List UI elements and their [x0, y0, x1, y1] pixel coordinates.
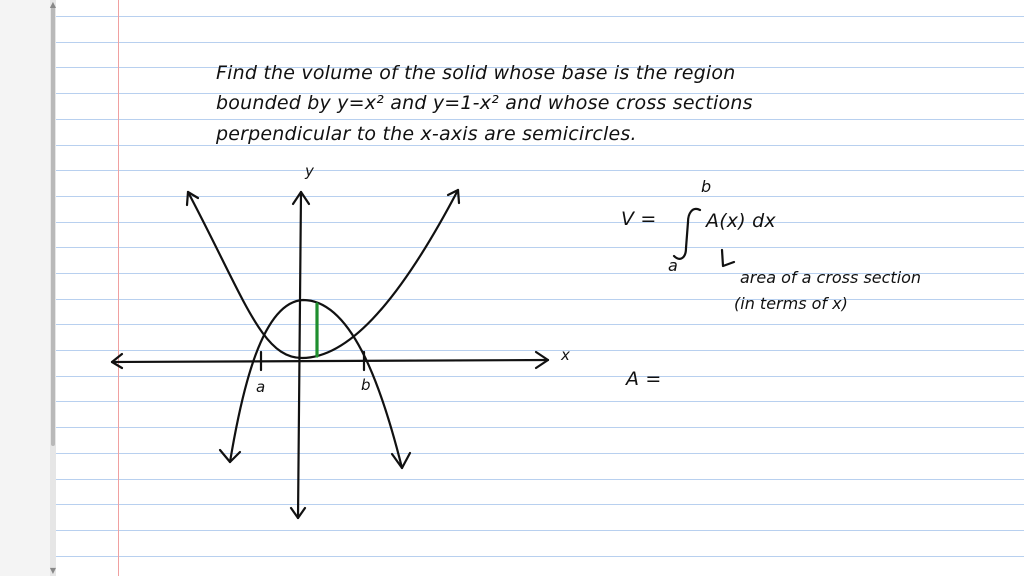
- problem-line-3: perpendicular to the x-axis are semicirc…: [216, 123, 637, 145]
- y-axis-up-arrow-icon: [291, 190, 311, 206]
- ruled-line: [56, 453, 1024, 454]
- ruled-line: [56, 401, 1024, 402]
- ruled-line: [56, 196, 1024, 197]
- downward-parabola-left-arrow-icon: [218, 448, 242, 464]
- y-axis-label: y: [305, 162, 314, 180]
- integrand: A(x) dx: [706, 210, 776, 232]
- integral-lower-limit: a: [668, 256, 678, 275]
- ruled-line: [56, 222, 1024, 223]
- upward-parabola-left-arrow-icon: [185, 190, 200, 207]
- scroll-up-arrow-icon[interactable]: ▲: [49, 0, 57, 9]
- ruled-line: [56, 247, 1024, 248]
- point-b-label: b: [361, 376, 371, 394]
- volume-lhs: V =: [621, 208, 657, 230]
- ruled-line: [56, 16, 1024, 17]
- y-axis: [296, 190, 303, 520]
- scroll-down-arrow-icon[interactable]: ▼: [49, 566, 57, 575]
- ruled-line: [56, 427, 1024, 428]
- integral-sign-icon: [672, 207, 702, 260]
- margin-line: [118, 0, 119, 576]
- ruled-line: [56, 556, 1024, 557]
- problem-line-2: bounded by y=x² and y=1-x² and whose cro…: [216, 92, 753, 114]
- ruled-line: [56, 145, 1024, 146]
- ruled-line: [56, 93, 1024, 94]
- y-axis-down-arrow-icon: [289, 506, 307, 520]
- annotation-hook-arrow-icon: [720, 248, 736, 268]
- ruled-line: [56, 42, 1024, 43]
- annotation-line-1: area of a cross section: [740, 268, 922, 287]
- ruled-line: [56, 504, 1024, 505]
- notebook-page[interactable]: [56, 0, 1024, 576]
- integral-upper-limit: b: [701, 177, 712, 196]
- curve-y-equals-x-squared: [186, 188, 460, 360]
- area-lhs: A =: [626, 368, 662, 390]
- ruled-line: [56, 324, 1024, 325]
- ruled-line: [56, 299, 1024, 300]
- ruled-line: [56, 479, 1024, 480]
- point-a-label: a: [256, 378, 266, 396]
- downward-parabola-right-arrow-icon: [390, 451, 412, 470]
- upward-parabola-right-arrow-icon: [446, 188, 461, 205]
- ruled-line: [56, 170, 1024, 171]
- ruled-line: [56, 530, 1024, 531]
- x-axis: [110, 358, 550, 364]
- curve-y-equals-one-minus-x-squared: [228, 298, 404, 470]
- ruled-line: [56, 119, 1024, 120]
- x-axis-left-arrow-icon: [110, 352, 124, 370]
- ruled-line: [56, 376, 1024, 377]
- x-axis-label: x: [561, 346, 570, 364]
- problem-line-1: Find the volume of the solid whose base …: [216, 62, 736, 84]
- ruled-line: [56, 350, 1024, 351]
- ruled-line: [56, 67, 1024, 68]
- ruled-line: [56, 273, 1024, 274]
- x-axis-right-arrow-icon: [534, 350, 550, 370]
- annotation-line-2: (in terms of x): [734, 294, 848, 313]
- scrollbar-thumb[interactable]: [51, 6, 55, 446]
